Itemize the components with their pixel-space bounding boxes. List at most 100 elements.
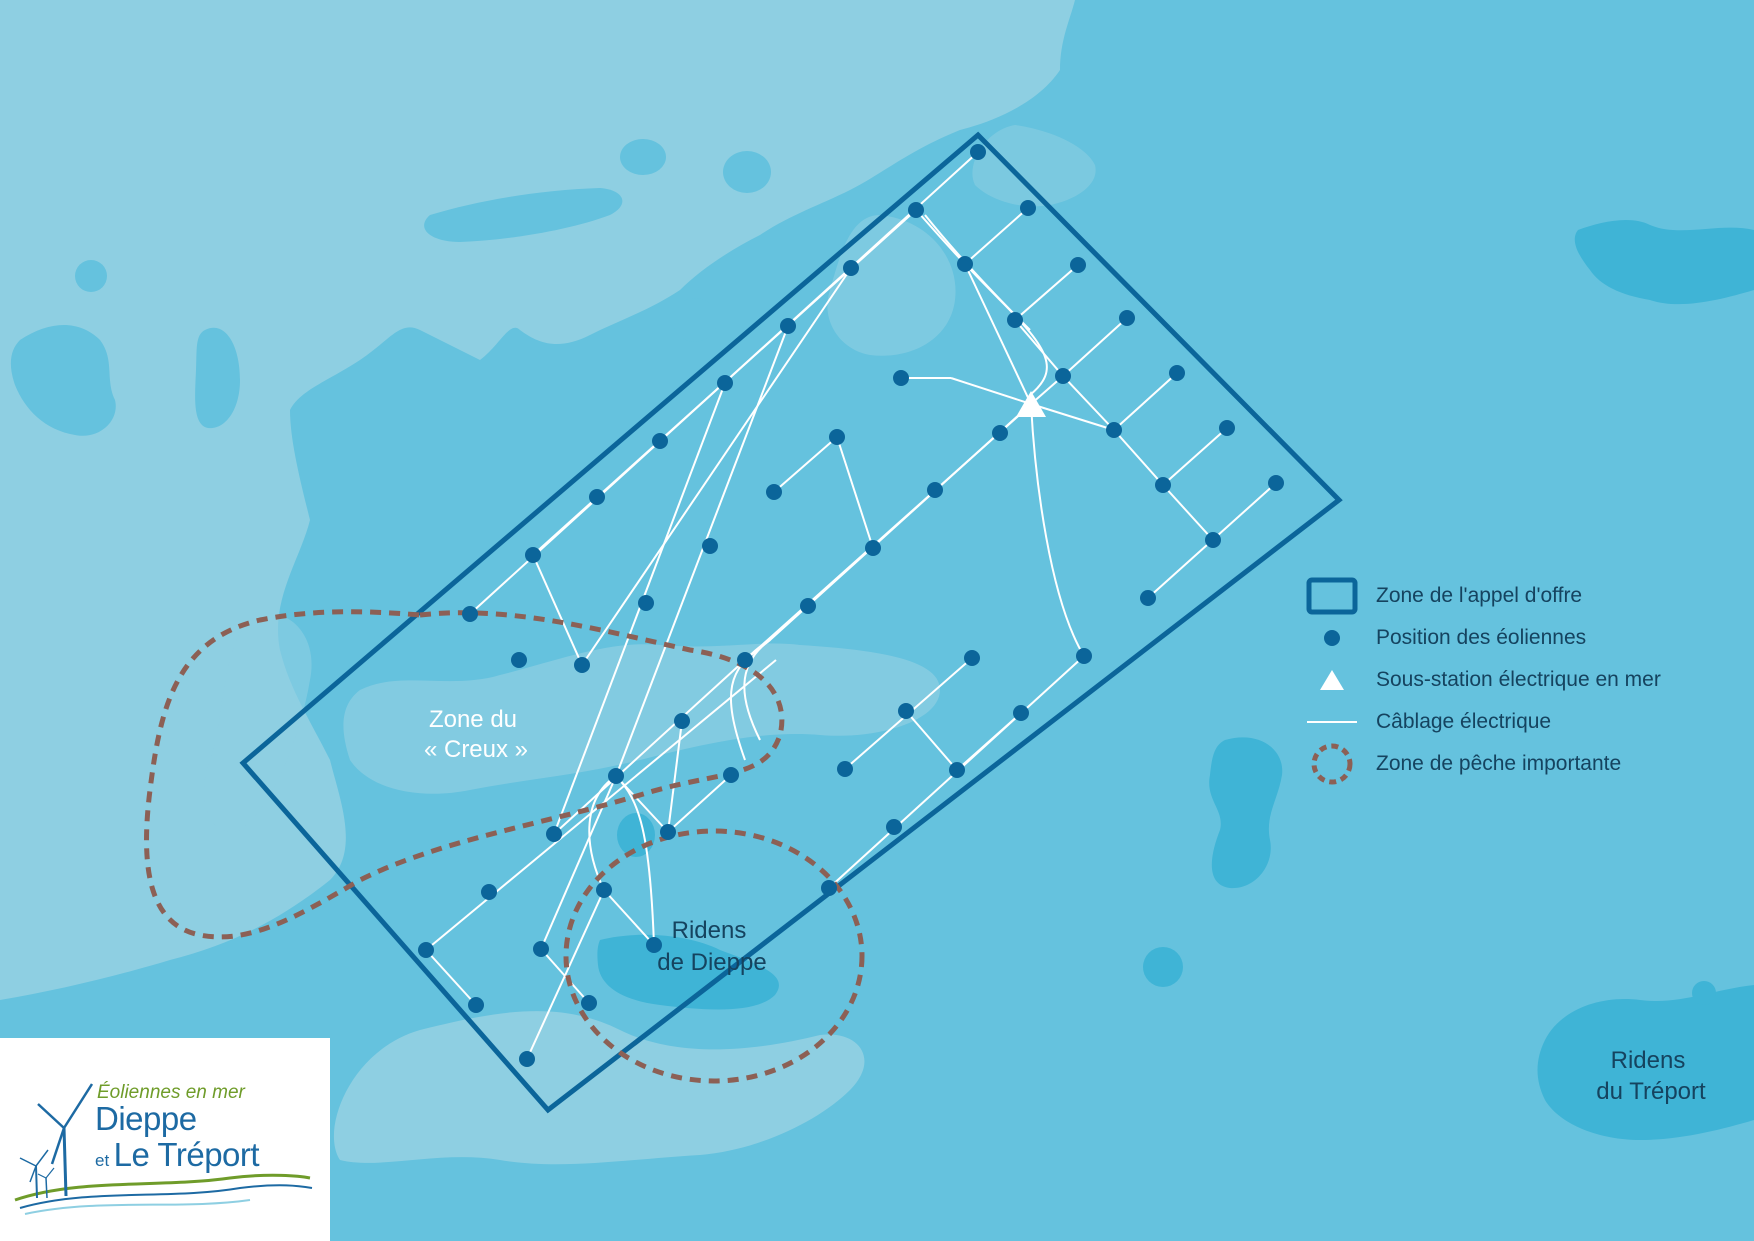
turbine-position [1219, 420, 1235, 436]
legend-label: Zone de l'appel d'offre [1376, 584, 1583, 607]
turbine-position [737, 652, 753, 668]
fishing-zone-creux [144, 609, 785, 940]
turbine-position [418, 942, 434, 958]
turbine-position [893, 370, 909, 386]
logo-name-dieppe: Dieppe [95, 1100, 197, 1137]
bathymetry-deep-west-2 [195, 327, 240, 429]
turbine-position [970, 144, 986, 160]
turbine-position [1013, 705, 1029, 721]
bathymetry-deep-dot-2 [1143, 947, 1183, 987]
turbine-position [843, 260, 859, 276]
cable-segment [730, 409, 1026, 761]
cable-segment [603, 889, 655, 946]
bathymetry-deep-ne [1574, 220, 1754, 305]
turbine-position [723, 767, 739, 783]
cable-segment [1014, 264, 1079, 321]
turbine-position [646, 937, 662, 953]
turbine-position [1070, 257, 1086, 273]
bathymetry-deep-dot-3 [1692, 981, 1716, 1005]
turbine-position [674, 713, 690, 729]
turbine-position [589, 489, 605, 505]
cable-segment [526, 889, 605, 1060]
turbine-position [581, 995, 597, 1011]
cable-segment [950, 377, 1032, 405]
legend-item-cables: Câblage électrique [1300, 701, 1740, 743]
turbine-position [886, 819, 902, 835]
bathymetry-deep-west [10, 325, 116, 436]
turbine-position [865, 540, 881, 556]
label-zone-creux-1: Zone du [429, 706, 517, 733]
legend-item-fishing-zone: Zone de pêche importante [1300, 743, 1740, 785]
cable-segment [1030, 403, 1085, 657]
label-ridens-dieppe-1: Ridens [672, 917, 747, 944]
turbine-position [660, 824, 676, 840]
label-ridens-treport-2: du Tréport [1596, 1078, 1706, 1105]
turbine-position [964, 650, 980, 666]
legend-item-substation: Sous-station électrique en mer [1300, 659, 1740, 701]
label-zone-creux-2: « Creux » [424, 736, 528, 763]
turbine-position [652, 433, 668, 449]
turbine-position [596, 882, 612, 898]
logo-name-treport: et Le Tréport [95, 1136, 260, 1174]
line-icon [1300, 701, 1364, 743]
bathymetry-light-middle [827, 215, 956, 356]
cable-segment [773, 436, 874, 549]
triangle-icon [1300, 659, 1364, 701]
turbine-position [1020, 200, 1036, 216]
tender-zone-outline [239, 131, 1343, 1114]
bathymetry-deep-north-4 [673, 298, 717, 342]
bathymetry-light-creux [343, 643, 940, 794]
turbine-position [1205, 532, 1221, 548]
project-logo: Éoliennes en mer Dieppe et Le Tréport [0, 1038, 330, 1241]
turbine-position [462, 606, 478, 622]
bathymetry-light-south [333, 1011, 865, 1165]
legend-label: Zone de pêche importante [1376, 752, 1622, 775]
turbine-position [702, 538, 718, 554]
turbine-position [829, 429, 845, 445]
turbine-position [1106, 422, 1122, 438]
cable-segment [1062, 317, 1128, 377]
turbine-position [927, 482, 943, 498]
cable-segment [1030, 403, 1115, 431]
turbine-position [1268, 475, 1284, 491]
turbine-position [837, 761, 853, 777]
turbine-position [608, 768, 624, 784]
cable-segment [1162, 427, 1228, 486]
cable-segment [425, 949, 477, 1006]
wind-turbine-logo-icon [14, 1083, 313, 1215]
turbine-position [574, 657, 590, 673]
bathymetry-deep-north-3 [723, 151, 771, 193]
map-legend: Zone de l'appel d'offre Position des éol… [1300, 575, 1740, 785]
turbine-position [717, 375, 733, 391]
cable-segment [905, 710, 1022, 771]
turbine-layer [418, 144, 1284, 1067]
turbine-position [780, 318, 796, 334]
bathymetry-deep-north-1 [424, 188, 623, 242]
turbine-position [992, 425, 1008, 441]
bathymetry-deep-east [1209, 737, 1283, 889]
bathymetry-deep-treport [1537, 985, 1754, 1140]
cable-segment [553, 659, 746, 835]
cable-segment [964, 263, 1032, 405]
bathymetry-light-west [204, 613, 312, 832]
turbine-position [800, 598, 816, 614]
turbine-position [1169, 365, 1185, 381]
dot-icon [1300, 617, 1364, 659]
turbine-position [1140, 590, 1156, 606]
legend-item-turbines: Position des éoliennes [1300, 617, 1740, 659]
cable-segment [615, 775, 655, 946]
turbine-position [1155, 477, 1171, 493]
legend-label: Câblage électrique [1376, 710, 1552, 733]
turbine-position [1119, 310, 1135, 326]
label-ridens-dieppe-2: de Dieppe [657, 949, 766, 976]
turbine-position [638, 595, 654, 611]
cable-segment [615, 325, 789, 777]
turbine-position [533, 941, 549, 957]
cable-segment [532, 554, 583, 666]
turbine-position [525, 547, 541, 563]
turbine-position [1076, 648, 1092, 664]
logo-tagline: Éoliennes en mer [97, 1082, 245, 1103]
logo-conjunction: et [95, 1151, 110, 1170]
